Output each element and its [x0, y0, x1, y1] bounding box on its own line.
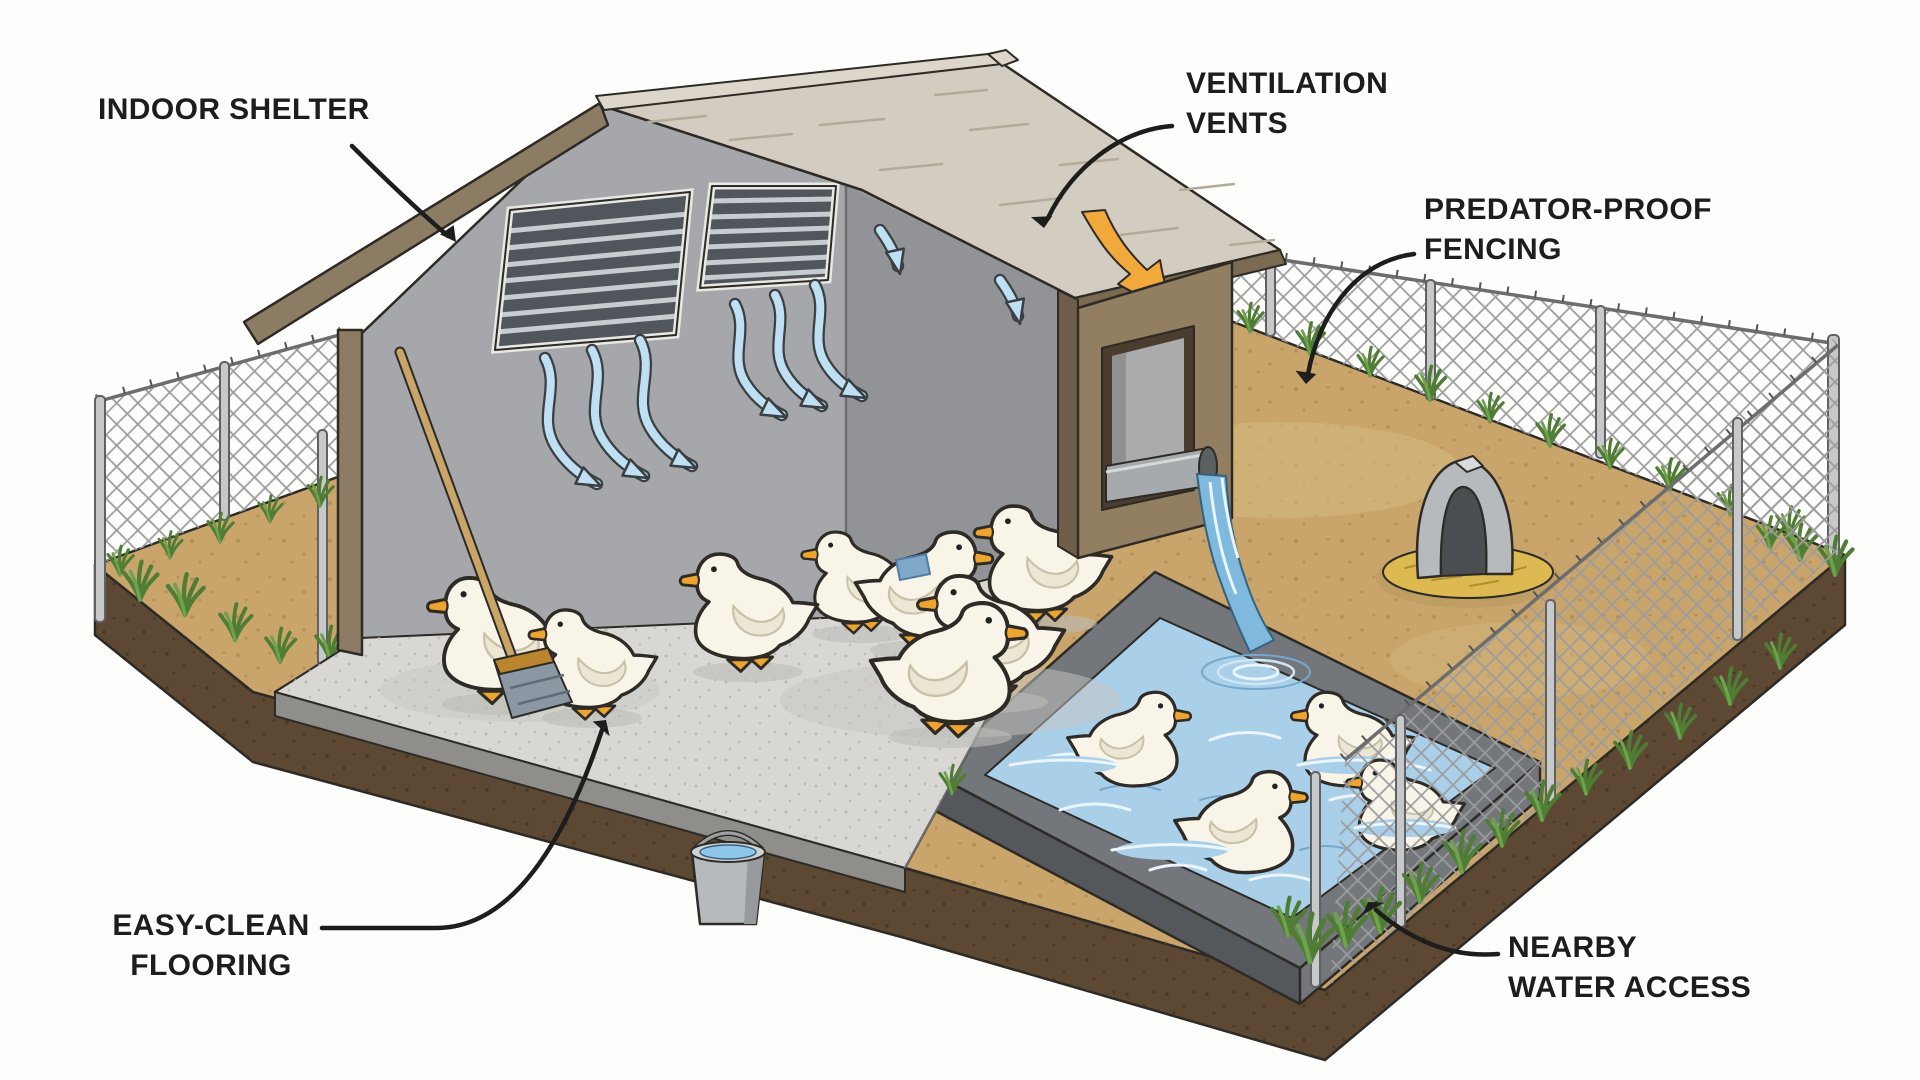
pond-duck — [1008, 690, 1193, 788]
fence-post — [317, 429, 328, 666]
ventilation-vent-1 — [491, 188, 694, 354]
dome-shelter — [1376, 455, 1560, 608]
fence-post — [219, 361, 230, 521]
dome-opening — [1439, 486, 1488, 577]
fence-post — [1732, 417, 1743, 641]
airflow-arrows — [538, 223, 1031, 496]
bucket-shading — [744, 852, 764, 924]
chain-link-mesh — [1330, 345, 1838, 985]
broom-band — [493, 647, 555, 675]
water-bucket — [690, 830, 766, 926]
bucket-water — [699, 844, 757, 860]
pond-duck — [1110, 769, 1309, 875]
callout-arrows — [319, 123, 1501, 957]
indoor-shelter-building — [242, 49, 1287, 893]
label-easy-clean-flooring: EASY-CLEAN FLOORING — [112, 909, 310, 983]
fence-front-right-section — [1310, 339, 1840, 988]
fence-post — [1395, 714, 1406, 928]
water-chute — [1105, 446, 1276, 654]
broom — [394, 346, 573, 719]
ridge-cap-end — [987, 49, 1019, 67]
gable-side — [1057, 289, 1079, 559]
arrow-indoor-shelter — [349, 143, 451, 239]
arrow-nearby-water — [1373, 907, 1501, 957]
roof — [595, 49, 1287, 315]
fence-left-section — [94, 324, 351, 666]
fence-top-rail — [1343, 343, 1840, 762]
label-nearby-water-access: NEARBY WATER ACCESS — [1508, 931, 1752, 1005]
indoor-ducks — [425, 504, 1114, 748]
label-indoor-shelter: INDOOR SHELTER — [98, 93, 370, 126]
splash-ripples — [1201, 654, 1311, 690]
label-predator-proof-fencing: PREDATOR-PROOF FENCING — [1424, 193, 1712, 267]
fence-post — [94, 395, 106, 623]
arrow-ventilation-vents — [1045, 123, 1175, 221]
frame-rake — [242, 101, 610, 346]
fence-top-rail — [1229, 250, 1839, 346]
frame-wall-stud — [336, 328, 364, 657]
dome-cap — [1454, 455, 1484, 473]
wing-patch — [894, 552, 932, 582]
fence-post — [1595, 305, 1606, 459]
fence-post — [1545, 599, 1556, 803]
ventilation-vent-2 — [696, 182, 840, 292]
arrow-easy-clean — [319, 727, 605, 931]
label-ventilation-vents: VENTILATION VENTS — [1186, 67, 1389, 141]
arrow-predator-fencing — [1305, 251, 1417, 377]
